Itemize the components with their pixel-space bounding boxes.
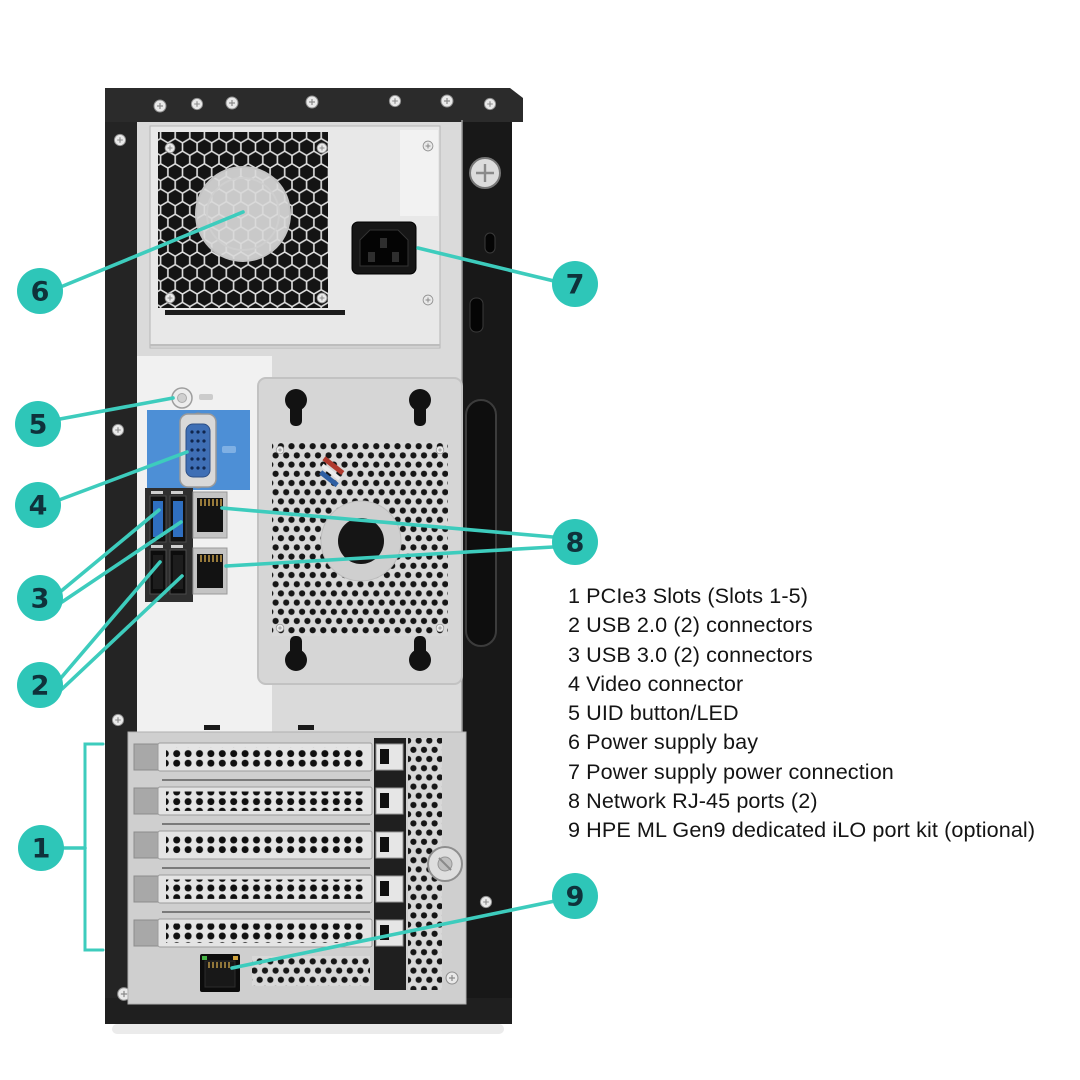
usb-panel xyxy=(145,488,193,602)
vga-pins xyxy=(190,430,206,470)
legend-number: 2 xyxy=(568,612,581,638)
legend-item-3: 3 USB 3.0 (2) connectors xyxy=(568,640,1035,669)
callout-line-2b xyxy=(60,574,184,691)
psu-fan-hub xyxy=(195,166,291,262)
callout-number-7: 7 xyxy=(566,270,585,301)
legend-label: USB 3.0 (2) connectors xyxy=(586,641,813,667)
legend-item-5: 5 UID button/LED xyxy=(568,698,1035,727)
pcie-slot-cover-1 xyxy=(133,742,404,772)
callout-number-3: 3 xyxy=(31,584,50,615)
legend-label: Power supply power connection xyxy=(586,758,894,784)
callout-line-2a xyxy=(58,560,162,681)
legend-label: Network RJ-45 ports (2) xyxy=(586,788,818,814)
callout-number-8: 8 xyxy=(566,528,585,559)
keyhole-slot-large xyxy=(469,297,484,333)
pcie-slot-cover-5 xyxy=(133,918,404,948)
ilo-led-amber xyxy=(233,956,238,960)
callout-badge-2: 2 xyxy=(17,662,63,708)
legend-label: HPE ML Gen9 dedicated iLO port kit (opti… xyxy=(586,817,1036,843)
legend-number: 6 xyxy=(568,729,581,755)
legend-label: Power supply bay xyxy=(586,729,759,755)
psu-seam xyxy=(150,344,440,347)
callout-bracket-1 xyxy=(83,742,105,952)
callout-number-6: 6 xyxy=(31,277,50,308)
legend-label: PCIe3 Slots (Slots 1-5) xyxy=(586,583,809,608)
legend-number: 8 xyxy=(568,788,581,814)
floor-shadow xyxy=(112,1024,504,1034)
callout-line-4 xyxy=(57,450,189,502)
callout-badges: 6 5 4 3 2 1 7 8 xyxy=(15,261,598,919)
io-plate xyxy=(137,356,272,732)
callout-line-8b xyxy=(224,545,555,568)
uid-button xyxy=(171,387,213,409)
system-fan xyxy=(257,377,463,685)
ilo-port xyxy=(200,954,240,992)
rj45-port-top xyxy=(192,491,228,539)
callout-lines xyxy=(57,210,557,970)
callout-number-4: 4 xyxy=(29,491,48,522)
callout-badge-9: 9 xyxy=(552,873,598,919)
callout-badge-1: 1 xyxy=(18,825,64,871)
callout-line-3a xyxy=(58,508,161,594)
rj45-port-bottom xyxy=(192,547,228,595)
pcie-slot-cover-4 xyxy=(133,874,404,904)
callout-number-1: 1 xyxy=(32,834,51,865)
legend: 1 PCIe3 Slots (Slots 1-5) 2 USB 2.0 (2) … xyxy=(568,581,1035,845)
legend-item-6: 6 Power supply bay xyxy=(568,727,1035,756)
uid-label-mark xyxy=(199,394,213,400)
callout-line-7 xyxy=(416,246,556,283)
legend-item-8: 8 Network RJ-45 ports (2) xyxy=(568,786,1035,815)
power-supply-bay xyxy=(149,125,441,349)
legend-item-9: 9 HPE ML Gen9 dedicated iLO port kit (op… xyxy=(568,815,1035,844)
callout-badge-5: 5 xyxy=(15,401,61,447)
callout-badge-8: 8 xyxy=(552,519,598,565)
legend-item-2: 2 USB 2.0 (2) connectors xyxy=(568,610,1035,639)
legend-number: 4 xyxy=(568,670,581,696)
callout-badge-3: 3 xyxy=(17,575,63,621)
pcie-slot-area xyxy=(127,725,467,1005)
fan-sticker xyxy=(319,456,345,488)
psu-bottom-vent-slot xyxy=(165,310,345,315)
pcie-slot-cover-3 xyxy=(133,830,404,860)
legend-label: UID button/LED xyxy=(586,700,739,726)
callout-number-2: 2 xyxy=(31,671,50,702)
ilo-led-green xyxy=(202,956,207,960)
callout-badge-4: 4 xyxy=(15,482,61,528)
legend-item-1: 1 PCIe3 Slots (Slots 1-5) xyxy=(568,581,1035,610)
callout-line-8a xyxy=(220,506,555,539)
pcie-slot-cover-2 xyxy=(133,786,404,816)
fan-hub xyxy=(338,518,384,564)
usb3-ports xyxy=(149,495,187,543)
callout-line-3b xyxy=(60,520,183,604)
side-handle-channel xyxy=(465,399,497,647)
legend-number: 7 xyxy=(568,758,581,784)
callout-line-5 xyxy=(58,396,175,421)
legend-item-7: 7 Power supply power connection xyxy=(568,757,1035,786)
legend-item-4: 4 Video connector xyxy=(568,669,1035,698)
right-edge-details xyxy=(465,157,501,909)
callout-badge-7: 7 xyxy=(552,261,598,307)
callout-badge-6: 6 xyxy=(17,268,63,314)
keyhole-slot-small xyxy=(484,232,496,254)
legend-number: 5 xyxy=(568,700,581,726)
callout-number-5: 5 xyxy=(29,410,48,441)
legend-label: USB 2.0 (2) connectors xyxy=(586,612,813,638)
fan-mount-pins xyxy=(285,389,431,671)
video-label-mark xyxy=(222,446,236,453)
pcie-thumbscrew xyxy=(427,846,463,882)
power-inlet-connector xyxy=(351,221,417,275)
legend-label: Video connector xyxy=(586,670,744,696)
callout-line-9 xyxy=(230,899,557,970)
video-connector xyxy=(147,410,250,490)
legend-number: 3 xyxy=(568,641,581,667)
callout-number-9: 9 xyxy=(566,882,585,913)
legend-number: 1 xyxy=(568,583,581,608)
callout-line-6 xyxy=(61,210,245,288)
latch-column xyxy=(374,738,406,990)
legend-number: 9 xyxy=(568,817,581,843)
